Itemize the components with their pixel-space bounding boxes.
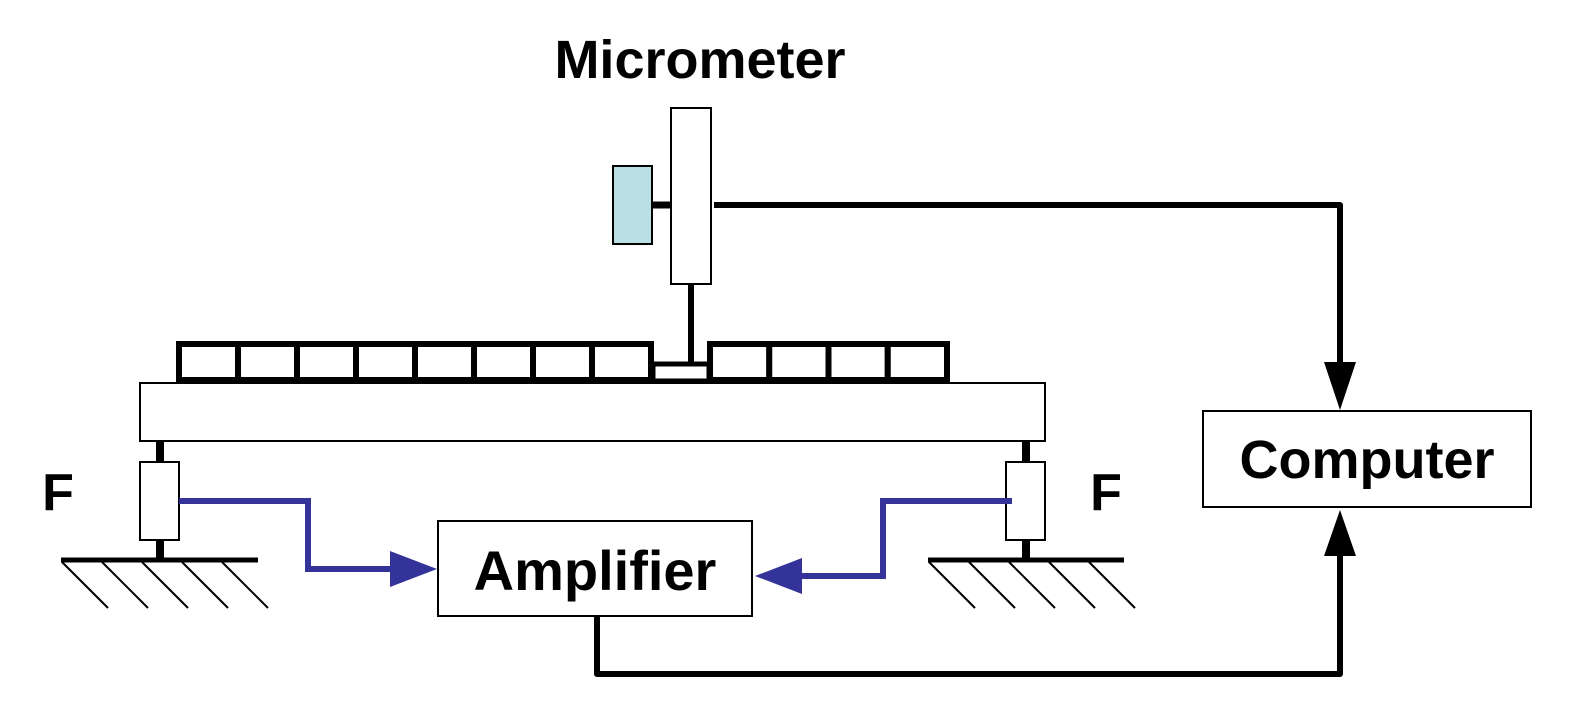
center-connector — [650, 361, 712, 384]
hatch-line — [968, 561, 1016, 609]
micrometer-label: Micrometer — [554, 30, 845, 90]
right-segment-block — [707, 341, 773, 383]
right-segment-block — [766, 341, 832, 383]
hatch-line — [141, 561, 189, 609]
micrometer-body — [670, 107, 712, 285]
hatch-line — [101, 561, 149, 609]
left-force-sensor — [139, 461, 180, 541]
left-segment-block — [353, 341, 418, 383]
right-segment-block — [884, 341, 950, 383]
amplifier-box — [437, 520, 753, 617]
amplifier-label: Amplifier — [474, 539, 717, 602]
force-label-left: F — [42, 464, 74, 522]
left-segment-block — [235, 341, 300, 383]
left-segment-block — [176, 341, 241, 383]
amplifier-to-computer-line — [594, 555, 1343, 677]
arrow-up-icon — [1324, 510, 1356, 556]
right-ground-hatch — [928, 561, 1136, 609]
arrow-down-icon — [1324, 362, 1356, 410]
left-segment-block — [471, 341, 536, 383]
arrow-left-icon — [755, 558, 802, 594]
left-segment-block — [294, 341, 359, 383]
computer-label: Computer — [1240, 430, 1495, 490]
micrometer-head — [612, 165, 653, 245]
left-ground-hatch — [61, 561, 269, 609]
left-segment-block — [589, 341, 654, 383]
hatch-line — [1048, 561, 1096, 609]
left-segment-block — [412, 341, 477, 383]
force-label-right: F — [1090, 464, 1122, 522]
right-segment-block — [825, 341, 891, 383]
right-signal-line — [798, 498, 1012, 579]
segment-blocks — [176, 341, 950, 383]
left-segment-block — [530, 341, 595, 383]
hatch-line — [61, 561, 109, 609]
hatch-line — [221, 561, 269, 609]
micrometer-to-computer-line — [714, 202, 1343, 370]
beam — [139, 382, 1046, 442]
hatch-line — [181, 561, 229, 609]
hatch-line — [1008, 561, 1056, 609]
left-signal-line — [179, 498, 395, 572]
arrow-right-icon — [390, 551, 437, 587]
hatch-line — [1088, 561, 1136, 609]
computer-box — [1202, 410, 1532, 508]
hatch-line — [928, 561, 976, 609]
